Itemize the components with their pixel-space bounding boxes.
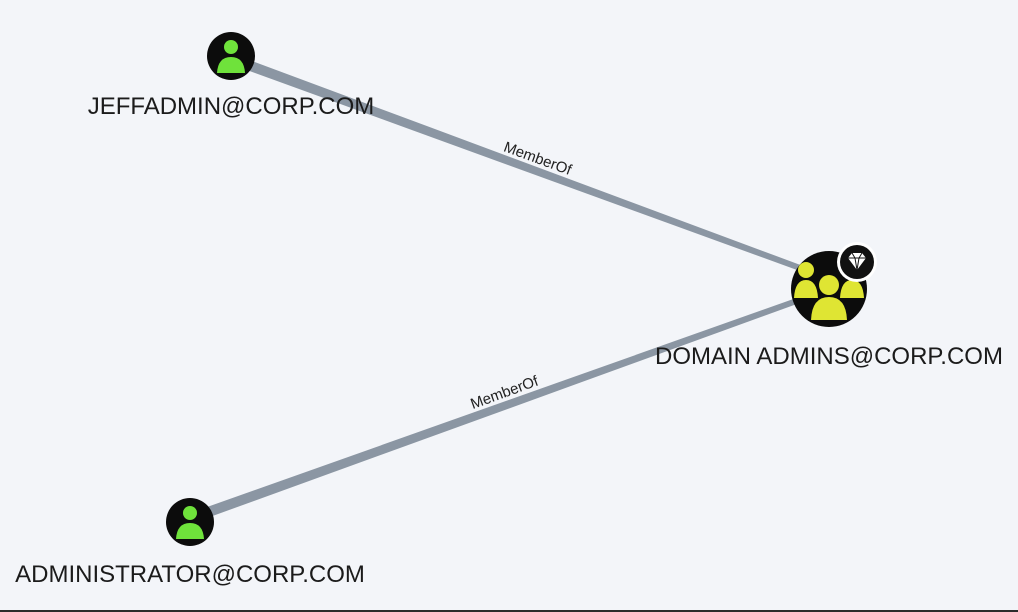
edge-line[interactable] xyxy=(193,286,830,522)
diamond-icon xyxy=(837,242,877,282)
node-domain-admins[interactable]: DOMAIN ADMINS@CORP.COM xyxy=(655,242,1003,370)
node-label: JEFFADMIN@CORP.COM xyxy=(88,93,375,120)
node-jeffadmin[interactable]: JEFFADMIN@CORP.COM xyxy=(88,32,375,120)
node-label: DOMAIN ADMINS@CORP.COM xyxy=(655,343,1003,370)
user-icon xyxy=(217,40,245,73)
user-icon xyxy=(176,506,204,539)
node-administrator[interactable]: ADMINISTRATOR@CORP.COM xyxy=(15,498,365,588)
edge-jeffadmin-memberof[interactable]: MemberOf xyxy=(233,55,830,282)
node-label: ADMINISTRATOR@CORP.COM xyxy=(15,561,365,588)
bottom-border xyxy=(0,610,1018,612)
edge-administrator-memberof[interactable]: MemberOf xyxy=(193,286,830,522)
edge-line[interactable] xyxy=(233,55,830,282)
